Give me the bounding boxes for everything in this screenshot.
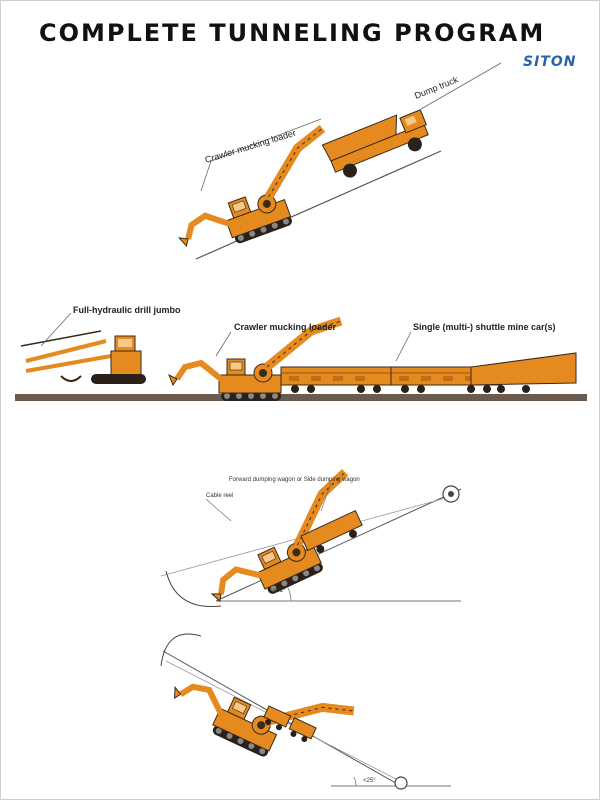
car-leader-line bbox=[395, 331, 412, 362]
label-crawler-mucking-loader: Crawler mucking loader bbox=[204, 128, 297, 165]
jumbo-leader-line bbox=[40, 312, 72, 347]
crawler-mucking-loader-2-illustration bbox=[169, 321, 341, 401]
dump-truck-illustration bbox=[321, 109, 429, 178]
label-crawler-mucking-loader-2: Crawler mucking loader bbox=[234, 322, 337, 332]
pulley-25-icon bbox=[394, 776, 408, 790]
truck-leader-line bbox=[420, 62, 502, 110]
scene-incline-32: Forward dumping wagon or Side dumping wa… bbox=[160, 472, 462, 617]
ground-strip bbox=[15, 394, 587, 401]
page-title: COMPLETE TUNNELING PROGRAM bbox=[39, 19, 546, 47]
label-dump-truck: Dump truck bbox=[413, 74, 460, 101]
label-shuttle-mine-cars: Single (multi-) shuttle mine car(s) bbox=[413, 322, 556, 332]
scene-incline-25: <25° bbox=[160, 633, 451, 790]
shuttle-mine-cars-illustration bbox=[280, 352, 577, 394]
label-dumping-wagon: Forward dumping wagon or Side dumping wa… bbox=[229, 477, 360, 483]
incline-32-line bbox=[215, 488, 462, 602]
label-drill-jumbo: Full-hydraulic drill jumbo bbox=[73, 305, 181, 315]
mine-cars-25-illustration bbox=[263, 705, 317, 743]
dumping-wagon-illustration bbox=[300, 509, 363, 554]
crawler-loader-25-illustration bbox=[164, 638, 354, 783]
label-angle-25: <25° bbox=[363, 778, 376, 784]
scene-loader-truck: Crawler mucking loader Dump truck bbox=[161, 62, 502, 262]
face-arc-32 bbox=[165, 570, 222, 608]
scene-horizontal-system: Full-hydraulic drill jumbo Crawler mucki… bbox=[15, 305, 587, 401]
brand-logo: SITON bbox=[523, 54, 577, 70]
label-angle-32: <32° bbox=[273, 588, 286, 594]
label-cable-reel: Cable reel bbox=[206, 493, 233, 499]
drill-jumbo-illustration bbox=[20, 330, 146, 384]
loader-leader-line bbox=[200, 118, 322, 192]
loader2-leader-line bbox=[215, 331, 232, 357]
face-arc-25 bbox=[160, 633, 202, 667]
